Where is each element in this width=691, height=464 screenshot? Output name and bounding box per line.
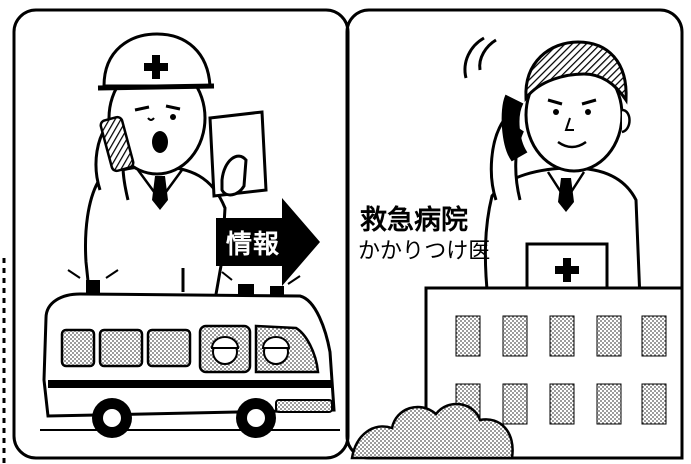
- family-doctor-label: かかりつけ医: [358, 239, 491, 264]
- emergency-hospital-label: 救急病院: [360, 205, 468, 236]
- hospital-building: [350, 242, 684, 460]
- cross-icon: [144, 55, 168, 79]
- hospital-cross-icon: [555, 258, 579, 282]
- ambulance: [40, 268, 340, 438]
- info-arrow-label: 情報: [226, 230, 281, 260]
- paramedic-figure: [84, 32, 268, 302]
- info-arrow: [216, 198, 320, 286]
